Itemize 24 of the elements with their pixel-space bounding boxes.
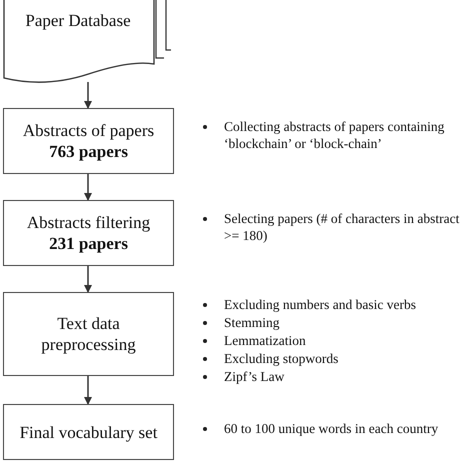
- node-label: Paper Database: [25, 10, 131, 32]
- bullet-text: Excluding numbers and basic verbs: [224, 296, 417, 313]
- process-box: [3, 404, 174, 460]
- bullet-text: Lemmatization: [224, 332, 307, 349]
- document-stack: [3, 0, 174, 84]
- process-box: [3, 200, 174, 266]
- process-box: [3, 292, 174, 376]
- node-label: Final vocabulary set: [20, 422, 158, 442]
- bullet-text: Excluding stopwords: [224, 350, 340, 367]
- arrow: [84, 174, 92, 201]
- count-label: 231 papers: [49, 233, 128, 254]
- arrow: [84, 82, 92, 109]
- node-label: Text data preprocessing: [40, 313, 137, 355]
- bullet-text: Zipf’s Law: [224, 368, 286, 385]
- arrow: [84, 266, 92, 293]
- bullet-text: Collecting abstracts of papers containing ‘blockchain’ or ‘block-chain’: [224, 118, 446, 152]
- bullet-text: Stemming: [224, 314, 281, 331]
- count-label: 763 papers: [49, 141, 128, 162]
- bullet-text: Selecting papers (# of characters in abstract >= 180): [224, 210, 460, 244]
- process-box: [3, 108, 174, 174]
- node-label: Abstracts filtering: [26, 212, 150, 233]
- node-label: Abstracts of papers: [22, 120, 154, 141]
- bullet-text: 60 to 100 unique words in each country: [224, 420, 440, 437]
- arrow: [84, 376, 92, 405]
